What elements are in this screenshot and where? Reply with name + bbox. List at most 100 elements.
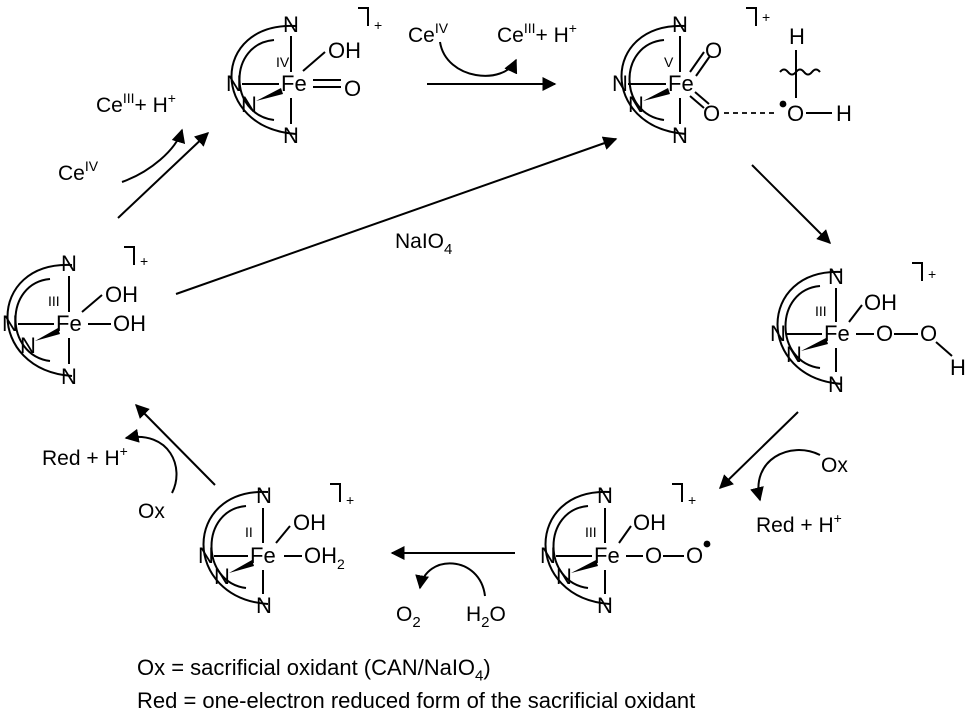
label-ce-iv-top: CeIV xyxy=(408,20,449,47)
ligand-n-bottom: N xyxy=(256,593,272,618)
metal-fe: Fe xyxy=(281,71,307,96)
oxidation-state-label: III xyxy=(815,303,827,319)
arrow-naio4 xyxy=(175,136,618,295)
ligand-n-top: N xyxy=(828,264,844,289)
charge-label: + xyxy=(762,9,770,25)
ligand-n-left: N xyxy=(198,543,214,568)
ligand-arc-outer xyxy=(230,24,297,135)
label-red-h-left: Red + H+ xyxy=(42,443,128,470)
legend-line-reduced: Red = one-electron reduced form of the s… xyxy=(137,688,696,713)
o2-curved-arrow xyxy=(415,562,486,597)
metal-fe: Fe xyxy=(668,71,694,96)
ligand-n-top: N xyxy=(283,12,299,37)
charge-label: + xyxy=(346,492,354,508)
label-ox-right: Ox xyxy=(821,454,848,477)
ligand-arc-inner xyxy=(14,278,51,362)
ligand-arc-inner xyxy=(210,505,247,589)
ligand-n-top: N xyxy=(61,251,77,276)
ligand-n-left: N xyxy=(2,311,18,336)
water-h-top: H xyxy=(789,24,805,49)
oxidation-state-label: IV xyxy=(276,54,290,70)
hydroperoxo-h: H xyxy=(950,355,966,380)
ox-curved-arrow-right xyxy=(750,449,821,502)
oxo-ligand-bottom: O xyxy=(703,101,720,126)
ligand-arc-outer xyxy=(776,270,843,385)
charge-label: + xyxy=(928,266,936,282)
ligand-arc-outer xyxy=(6,263,73,377)
wedge-bond xyxy=(643,88,670,101)
ligand-n-wedge: N xyxy=(786,342,802,367)
complex-fe-iii-dihydroxo: N N N N Fe III OH OH + xyxy=(2,246,148,389)
superoxo-oxygen-2: O xyxy=(686,543,703,568)
superoxo-oxygen-1: O xyxy=(645,543,662,568)
label-red-h-right: Red + H+ xyxy=(756,510,842,537)
label-o2: O2 xyxy=(396,603,421,631)
oxidation-state-label: III xyxy=(48,293,60,309)
arrow-fe2-to-fe3 xyxy=(135,404,216,486)
ligand-n-wedge: N xyxy=(214,564,230,589)
radical-dot xyxy=(703,540,711,548)
label-naio4: NaIO4 xyxy=(395,230,452,258)
complex-fe-iii-hydroperoxo: N N N N Fe III OH O O H + xyxy=(770,262,966,397)
water-h-right: H xyxy=(836,101,852,126)
charge-bracket xyxy=(124,246,135,265)
hydroxo-ligand-right: OH xyxy=(113,311,146,336)
ligand-n-bottom: N xyxy=(283,123,299,148)
label-ox-left: Ox xyxy=(138,500,165,523)
ligand-n-left: N xyxy=(612,71,628,96)
cycle-scheme: N N N N Fe IV OH O + N N N N Fe V O O xyxy=(2,7,966,631)
hydroxo-ligand-top: OH xyxy=(105,282,138,307)
wedge-bond xyxy=(256,88,283,101)
oxidation-state-label: III xyxy=(585,524,597,540)
ligand-n-wedge: N xyxy=(628,92,644,117)
ce-curved-arrow-left xyxy=(121,128,186,183)
charge-bracket xyxy=(330,483,341,502)
water-oxygen: O xyxy=(787,101,804,126)
hydroxo-ligand: OH xyxy=(864,290,897,315)
charge-label: + xyxy=(374,17,382,33)
metal-fe: Fe xyxy=(594,543,620,568)
metal-fe: Fe xyxy=(250,543,276,568)
wedge-bond xyxy=(801,338,828,351)
hydroxo-ligand: OH xyxy=(293,510,326,535)
label-ce-iii-left: CeIII+ H+ xyxy=(96,90,176,117)
ligand-n-left: N xyxy=(226,71,242,96)
label-h2o: H2O xyxy=(466,603,506,631)
oxo-ligand: O xyxy=(344,76,361,101)
ligand-arc-inner xyxy=(552,505,589,589)
oxidation-state-label: II xyxy=(245,524,253,540)
ligand-n-top: N xyxy=(672,12,688,37)
charge-bracket xyxy=(912,262,923,281)
wedge-bond xyxy=(35,328,60,341)
ligand-arc-inner xyxy=(238,39,275,121)
wedge-bond xyxy=(229,560,254,573)
ligand-n-bottom: N xyxy=(597,593,613,618)
metal-fe: Fe xyxy=(824,321,850,346)
ox-curved-arrow-left xyxy=(124,428,178,494)
ligand-n-wedge: N xyxy=(241,92,257,117)
charge-bracket xyxy=(358,7,369,26)
ligand-n-wedge: N xyxy=(556,564,572,589)
complex-fe-v-oxo: N N N N Fe V O O O H H + xyxy=(612,7,852,148)
ligand-arc-outer xyxy=(620,24,687,135)
bond-cleavage-wavy xyxy=(779,68,821,76)
complex-fe-iv-oxo: N N N N Fe IV OH O + xyxy=(226,7,382,148)
ligand-arc-inner xyxy=(784,285,821,369)
arrow-fe3-to-fe4 xyxy=(117,132,210,219)
ligand-n-bottom: N xyxy=(672,123,688,148)
charge-bracket xyxy=(672,483,683,502)
ligand-n-bottom: N xyxy=(828,372,844,397)
oxidation-state-label: V xyxy=(664,54,674,70)
wedge-bond xyxy=(571,560,598,573)
ligand-n-wedge: N xyxy=(20,333,36,358)
hydroxo-ligand: OH xyxy=(328,38,361,63)
arrow-fe5-to-hydroperoxo xyxy=(751,164,831,244)
charge-label: + xyxy=(688,492,696,508)
arrow-hydroperoxo-to-superoxo xyxy=(718,411,799,489)
aqua-ligand: OH2 xyxy=(304,543,345,572)
ligand-n-left: N xyxy=(540,543,556,568)
ligand-n-bottom: N xyxy=(61,364,77,389)
ligand-n-top: N xyxy=(256,483,272,508)
ligand-arc-outer xyxy=(202,490,269,605)
